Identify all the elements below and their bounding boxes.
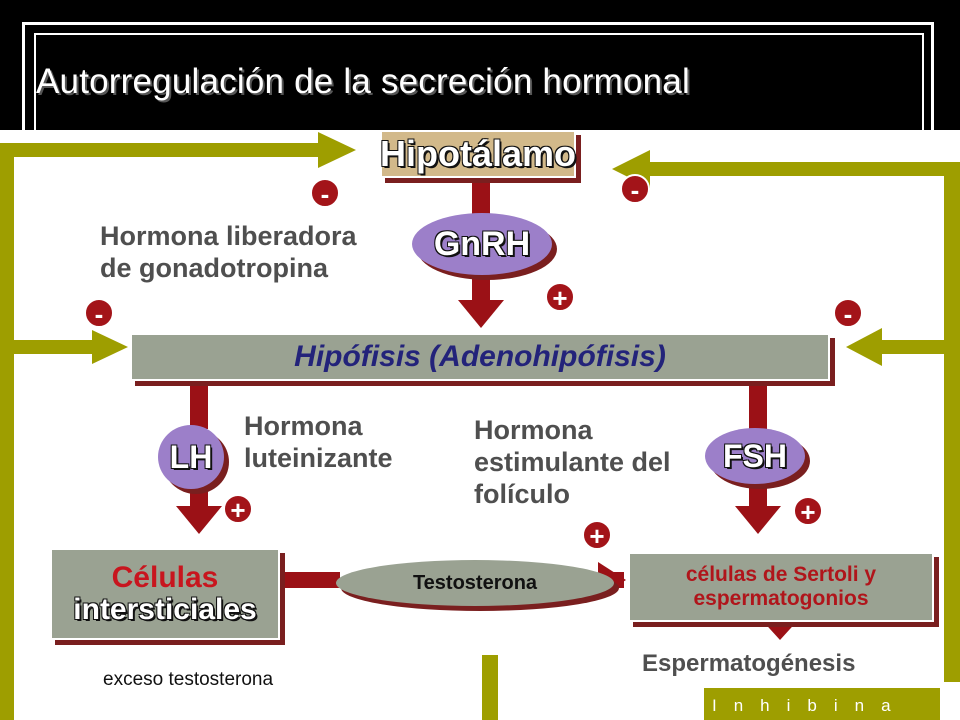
feedback-left-outer [0,143,14,720]
fsh-description-line1: Hormona [474,415,593,445]
sertoli-line1: células de Sertoli y [685,563,877,586]
gnrh-description-line2: de gonadotropina [100,253,328,283]
plus-sign-gnrh: + [545,282,575,312]
celulas-intersticiales-line1: Células [111,561,219,594]
fsh-description-line3: folículo [474,479,570,509]
page-title: Autorregulación de la secreción hormonal [36,62,690,101]
fsh-description: Hormona estimulante del folículo [474,414,671,510]
gnrh-description: Hormona liberadora de gonadotropina [100,220,357,284]
fsh-description-line2: estimulante del [474,447,671,477]
lh-description: Hormona luteinizante [244,410,393,474]
minus-sign-hipotalamo-right: - [620,174,650,204]
minus-sign-hipofisis-left: - [84,298,114,328]
exceso-testosterona-label: exceso testosterona [103,669,274,690]
feedback-arrow-hipofisis-right [846,328,882,366]
plus-sign-lh: + [223,494,253,524]
title-banner [0,0,960,130]
sertoli-line2: espermatogonios [693,587,869,610]
feedback-arrow-hipotalamo-left [318,132,356,168]
lh-description-line1: Hormona [244,411,363,441]
hipotalamo-box: Hipotálamo [380,130,576,178]
fsh-oval: FSH [705,428,805,484]
sertoli-box: células de Sertoli y espermatogonios [628,552,934,622]
minus-sign-hipofisis-right: - [833,298,863,328]
feedback-arrow-hipofisis-left [92,330,128,364]
plus-sign-testosterona: + [582,520,612,550]
gnrh-oval: GnRH [412,213,552,275]
espermatogenesis-label: Espermatogénesis [642,650,856,677]
inhibina-label: Inhibina [712,696,908,715]
celulas-intersticiales-line2: intersticiales [73,593,257,626]
banner-frame-inner [34,33,924,130]
plus-sign-fsh: + [793,496,823,526]
banner-frame-outer [22,22,934,130]
celulas-intersticiales-box: Células intersticiales [50,548,280,640]
stimulation-arrows [176,178,800,640]
testosterona-oval: Testosterona [336,560,614,606]
lh-description-line2: luteinizante [244,443,393,473]
minus-sign-hipotalamo-left: - [310,178,340,208]
lh-oval: LH [158,425,224,489]
feedback-lines [0,132,960,720]
gnrh-description-line1: Hormona liberadora [100,221,357,251]
hipofisis-box: Hipófisis (Adenohipófisis) [130,333,830,381]
